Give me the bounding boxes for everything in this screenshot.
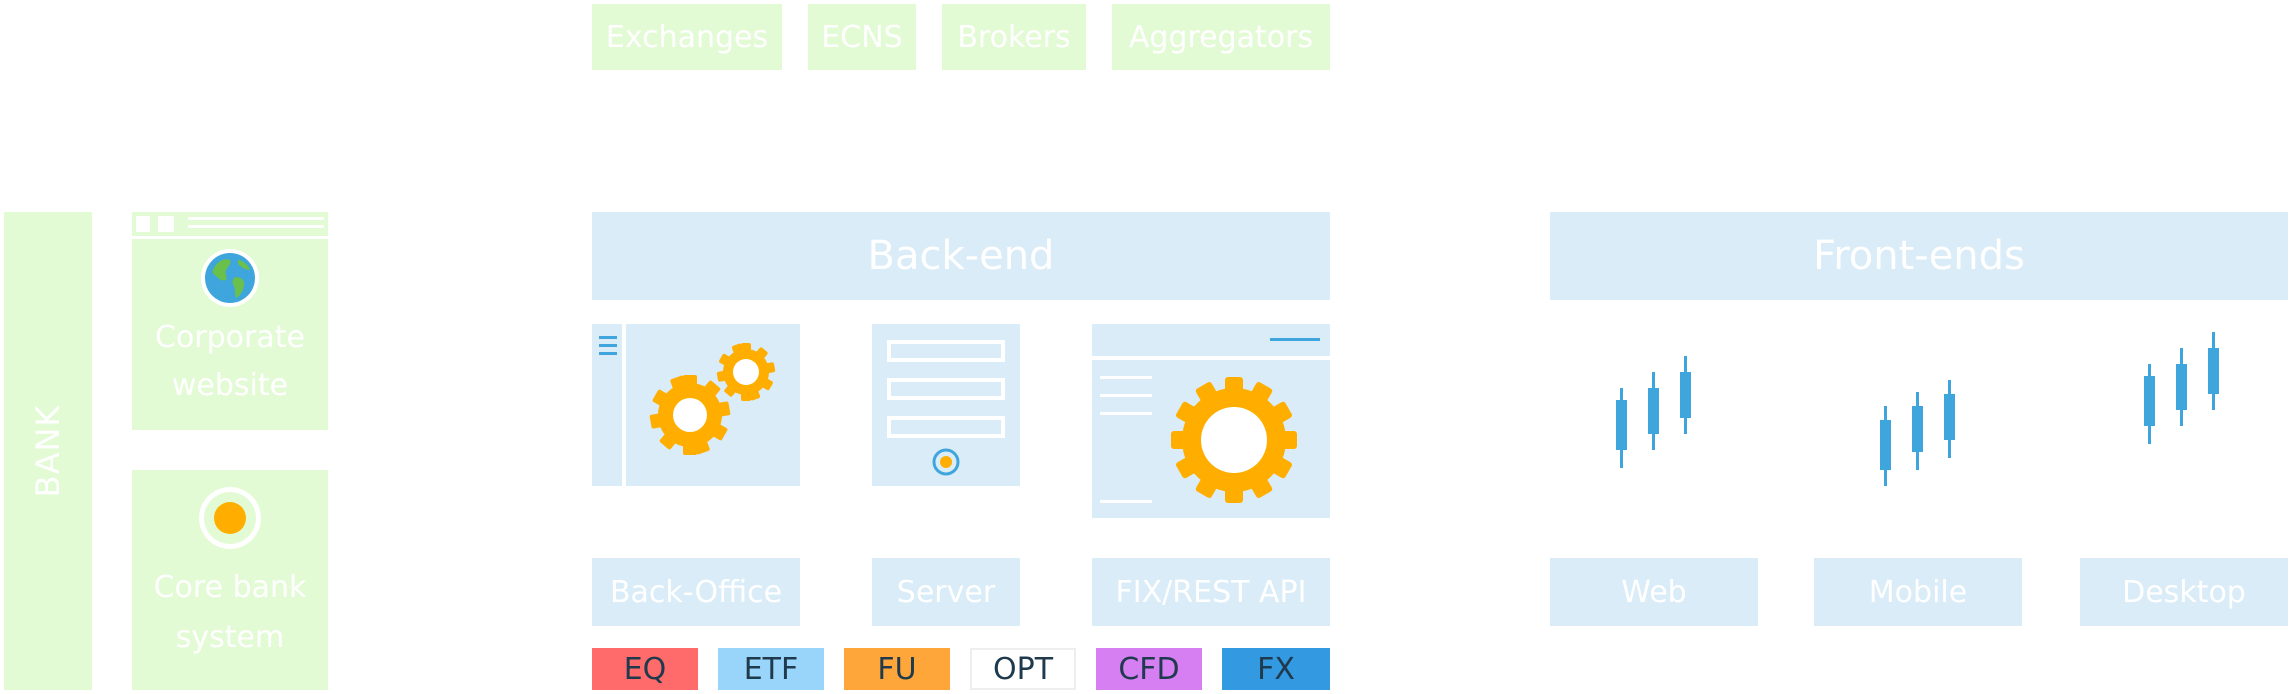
desktop-label: Desktop [2122,574,2246,610]
mobile-label: Mobile [1868,574,1968,610]
frontends-title: Front-ends [1813,233,2025,279]
tag-fx-label: FX [1257,651,1295,687]
tag-cfd-label: CFD [1118,651,1180,687]
tag-fu-label: FU [877,651,917,687]
server-icon [887,340,1005,476]
backend-title: Back-end [867,233,1055,279]
desktop-box: Desktop [2080,558,2288,626]
candlestick-icon [1616,356,1691,468]
web-label: Web [1621,574,1687,610]
exchanges-box: Exchanges [592,4,782,70]
tag-eq: EQ [592,648,698,690]
brokers-label: Brokers [957,19,1071,55]
api-illustration [1092,324,1330,518]
corporate-website-line2: website [171,368,289,403]
gears-icon [599,324,776,486]
back-office-box: Back-Office [592,558,800,626]
core-bank-system-card: Core bank system [132,470,328,690]
web-box: Web [1550,558,1758,626]
brokers-box: Brokers [942,4,1086,70]
aggregators-box: Aggregators [1112,4,1330,70]
core-bank-line1: Core bank [153,570,307,605]
tag-fu: FU [844,648,950,690]
core-bank-line2: system [175,620,285,655]
api-label: FIX/REST API [1115,574,1307,610]
bank-label: BANK [29,404,67,498]
candlestick-icon [2144,332,2219,444]
server-label: Server [896,574,996,610]
backend-header: Back-end [592,212,1330,300]
back-office-illustration [592,324,800,486]
bank-column: BANK [4,212,92,690]
tag-etf-label: ETF [743,651,799,687]
tag-fx: FX [1222,648,1330,690]
ecns-box: ECNS [808,4,916,70]
server-illustration [872,324,1020,486]
exchanges-label: Exchanges [605,19,769,55]
ecns-label: ECNS [821,19,903,55]
tag-opt-label: OPT [992,651,1054,687]
candlestick-icon [1880,380,1955,486]
back-office-label: Back-Office [609,574,783,610]
api-box: FIX/REST API [1092,558,1330,626]
tag-opt: OPT [970,648,1076,690]
corporate-website-card: Corporate website [132,212,328,430]
tag-cfd: CFD [1096,648,1202,690]
frontends-header: Front-ends [1550,212,2288,300]
aggregators-label: Aggregators [1128,19,1314,55]
server-box: Server [872,558,1020,626]
tag-eq-label: EQ [623,651,667,687]
target-icon [199,487,261,549]
globe-icon [201,249,259,307]
api-window-icon [1092,338,1330,503]
corporate-website-line1: Corporate [155,320,305,355]
tag-etf: ETF [718,648,824,690]
mobile-box: Mobile [1814,558,2022,626]
browser-bar-icon [132,216,328,239]
